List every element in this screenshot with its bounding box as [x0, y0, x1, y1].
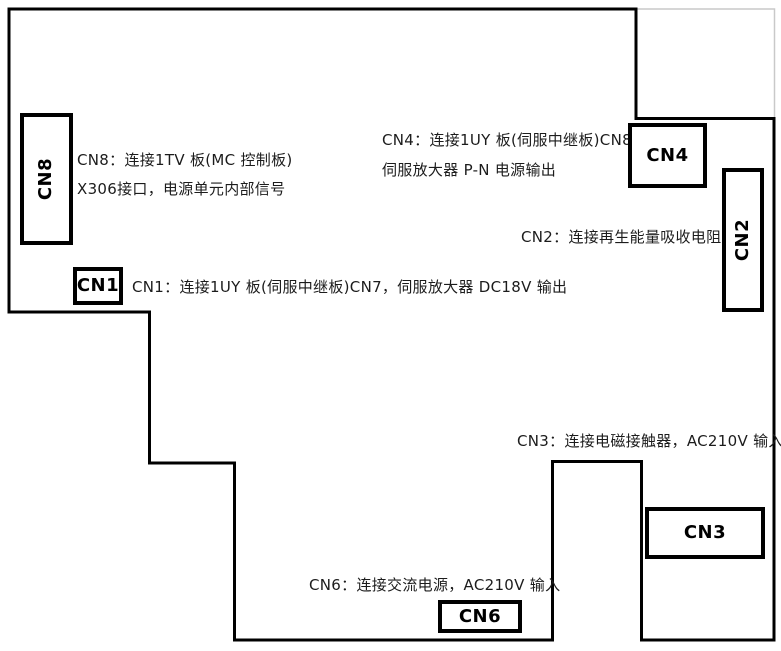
connector-cn2: CN2	[722, 168, 764, 312]
connector-cn4-label: CN4	[646, 144, 689, 166]
connector-cn1: CN1	[73, 267, 123, 305]
ghost-border-line	[636, 8, 776, 119]
cn8-description-line2: X306接口，电源单元内部信号	[77, 180, 286, 198]
connector-cn3: CN3	[645, 507, 765, 559]
connector-cn1-label: CN1	[76, 275, 120, 296]
board-outline-path	[7, 7, 776, 642]
cn8-description-line1: CN8：连接1TV 板(MC 控制板)	[77, 151, 293, 169]
cn4-description-line2: 伺服放大器 P-N 电源输出	[382, 161, 557, 179]
connector-cn4: CN4	[628, 123, 707, 188]
cn6-description: CN6：连接交流电源，AC210V 输入	[309, 576, 561, 594]
connector-cn8-label: CN8	[35, 157, 57, 201]
cn3-description: CN3：连接电磁接触器，AC210V 输入	[517, 432, 781, 450]
connector-cn8: CN8	[20, 113, 73, 245]
cn4-description-line1: CN4：连接1UY 板(伺服中继板)CN8，	[382, 131, 648, 149]
connector-cn6: CN6	[438, 600, 522, 633]
cn2-description: CN2：连接再生能量吸收电阻	[521, 228, 722, 246]
connector-cn3-label: CN3	[683, 522, 727, 543]
cn1-description: CN1：连接1UY 板(伺服中继板)CN7，伺服放大器 DC18V 输出	[132, 278, 568, 296]
connector-cn2-label: CN2	[732, 218, 753, 262]
connector-cn6-label: CN6	[458, 605, 502, 627]
